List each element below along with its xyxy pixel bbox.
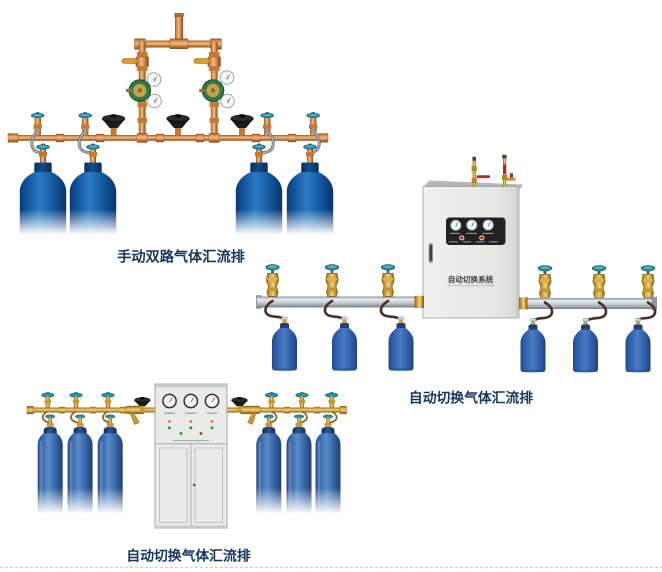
- svg-text:手动双路气体汇流排: 手动双路气体汇流排: [117, 249, 245, 266]
- svg-text:自动切换系统: 自动切换系统: [448, 274, 494, 284]
- svg-text:自动切换气体汇流排: 自动切换气体汇流排: [126, 548, 250, 564]
- svg-text:自动切换气体汇流排: 自动切换气体汇流排: [409, 390, 533, 406]
- svg-text:AUTOMATIC MANIFOLD SYSTEM: AUTOMATIC MANIFOLD SYSTEM: [447, 284, 494, 288]
